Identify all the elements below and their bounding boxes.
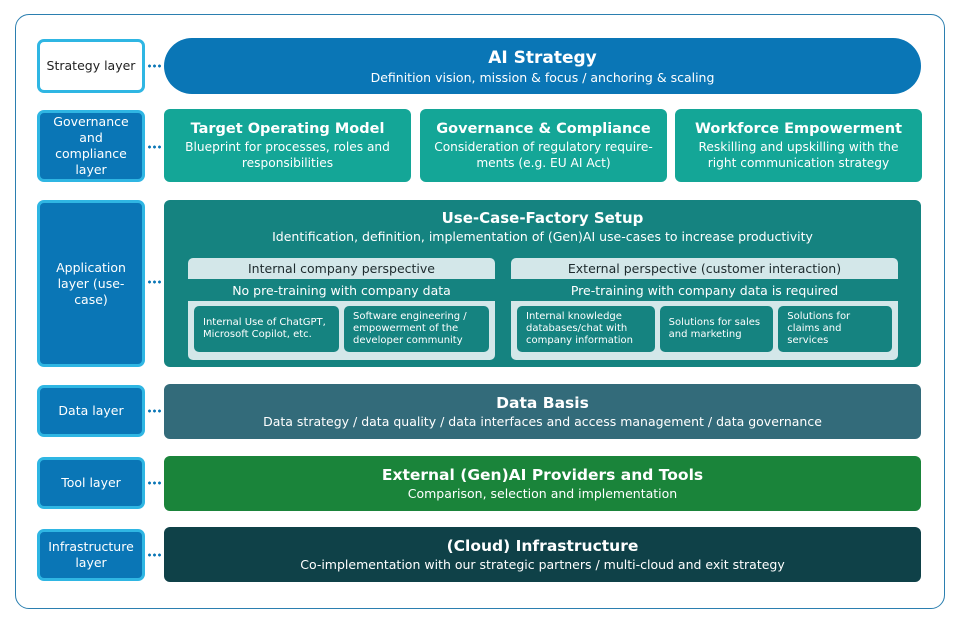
use-case-subtitle: Identification, definition, implementati… [272, 229, 813, 244]
use-case-box: Solutions for sales and marketing [659, 306, 774, 352]
connector-dots [147, 280, 163, 284]
card-title: Target Operating Model [190, 121, 385, 137]
tools-title: External (Gen)AI Providers and Tools [381, 466, 704, 484]
target-operating-model-card: Target Operating Model Blueprint for pro… [164, 109, 411, 182]
ai-strategy-band: AI Strategy Definition vision, mission &… [164, 38, 921, 94]
layer-label-strategy: Strategy layer [37, 39, 145, 93]
use-case-box: Software engineering / empowerment of th… [344, 306, 489, 352]
internal-perspective-subheading: No pre-training with company data [188, 279, 495, 301]
use-case-title: Use-Case-Factory Setup [441, 209, 644, 227]
infrastructure-subtitle: Co-implementation with our strategic par… [300, 557, 785, 572]
data-basis-subtitle: Data strategy / data quality / data inte… [263, 414, 822, 429]
card-title: Workforce Empowerment [694, 121, 903, 137]
card-subtitle: Blueprint for processes, roles and respo… [185, 140, 390, 170]
use-case-box: Internal Use of ChatGPT, Microsoft Copil… [194, 306, 339, 352]
ai-strategy-title: AI Strategy [488, 47, 597, 68]
workforce-empowerment-card: Workforce Empowerment Reskilling and ups… [675, 109, 922, 182]
ai-strategy-subtitle: Definition vision, mission & focus / anc… [370, 69, 715, 85]
use-case-box: Solutions for claims and services [778, 306, 892, 352]
data-basis-band: Data Basis Data strategy / data quality … [164, 384, 921, 439]
layer-label-application: Application layer (use-case) [37, 200, 145, 367]
external-perspective-subheading: Pre-training with company data is requir… [511, 279, 898, 301]
card-subtitle: Consideration of regulatory require-ment… [434, 140, 653, 170]
internal-perspective-heading: Internal company perspective [248, 261, 435, 276]
data-basis-title: Data Basis [496, 394, 589, 412]
infrastructure-band: (Cloud) Infrastructure Co-implementation… [164, 527, 921, 582]
external-perspective-panel: External perspective (customer interacti… [511, 258, 898, 360]
external-perspective-heading: External perspective (customer interacti… [567, 261, 842, 276]
card-title: Governance & Compliance [436, 121, 651, 137]
connector-dots [147, 481, 163, 485]
tools-subtitle: Comparison, selection and implementation [407, 486, 678, 501]
governance-compliance-card: Governance & Compliance Consideration of… [420, 109, 667, 182]
infrastructure-title: (Cloud) Infrastructure [446, 537, 639, 555]
connector-dots [147, 145, 163, 149]
use-case-box: Internal knowledge databases/chat with c… [517, 306, 655, 352]
tools-band: External (Gen)AI Providers and Tools Com… [164, 456, 921, 511]
connector-dots [147, 64, 163, 68]
card-subtitle: Reskilling and upskilling with the right… [698, 140, 899, 170]
layer-label-data: Data layer [37, 385, 145, 437]
connector-dots [147, 553, 163, 557]
connector-dots [147, 409, 163, 413]
internal-perspective-panel: Internal company perspective No pre-trai… [188, 258, 495, 360]
layer-label-tool: Tool layer [37, 457, 145, 509]
layer-label-governance: Governance and compliance layer [37, 110, 145, 182]
layer-label-infrastructure: Infrastructure layer [37, 529, 145, 581]
